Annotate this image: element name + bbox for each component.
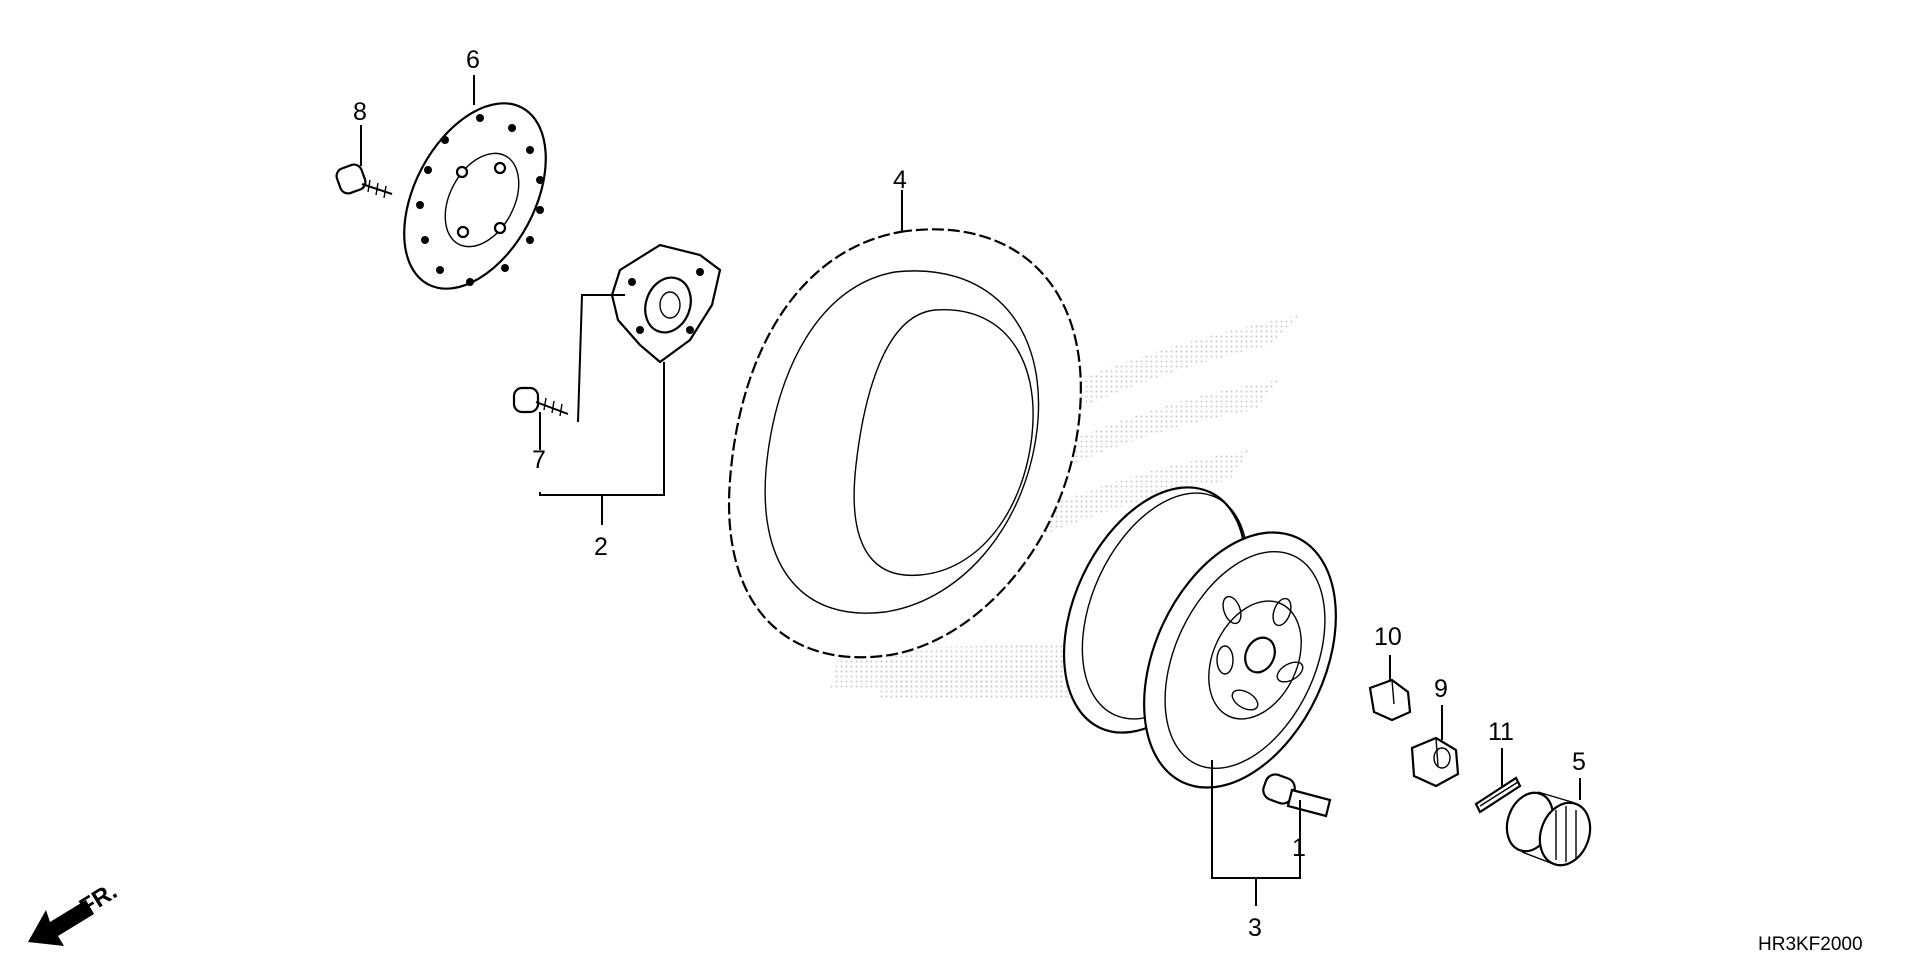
wheel-rim-assembly-icon <box>1062 486 1337 789</box>
callout-1: 1 <box>1292 834 1306 862</box>
hub-cap-icon <box>1505 791 1592 867</box>
brake-disc-icon <box>403 102 547 290</box>
castle-nut-icon <box>1410 736 1460 788</box>
callout-9: 9 <box>1434 675 1448 703</box>
callout-2: 2 <box>594 533 608 561</box>
hub-assembly-icon <box>610 243 722 364</box>
leader-lines <box>360 75 1581 906</box>
callout-7: 7 <box>532 446 546 474</box>
hub-bolt-icon <box>512 386 569 417</box>
cotter-pin-icon <box>1474 776 1522 814</box>
drawing-code: HR3KF2000 <box>1758 934 1863 955</box>
callout-4: 4 <box>893 166 907 194</box>
disc-bolt-icon <box>335 163 393 199</box>
callout-3: 3 <box>1248 914 1262 942</box>
callout-5: 5 <box>1572 748 1586 776</box>
callout-10: 10 <box>1374 623 1402 651</box>
front-direction-arrow-icon: FR. <box>28 878 122 946</box>
callout-11: 11 <box>1488 718 1514 746</box>
callout-8: 8 <box>353 98 367 126</box>
valve-stem-icon <box>1262 773 1332 818</box>
tire-icon <box>727 228 1082 659</box>
wheel-nut-icon <box>1368 678 1412 722</box>
callout-6: 6 <box>466 46 480 74</box>
